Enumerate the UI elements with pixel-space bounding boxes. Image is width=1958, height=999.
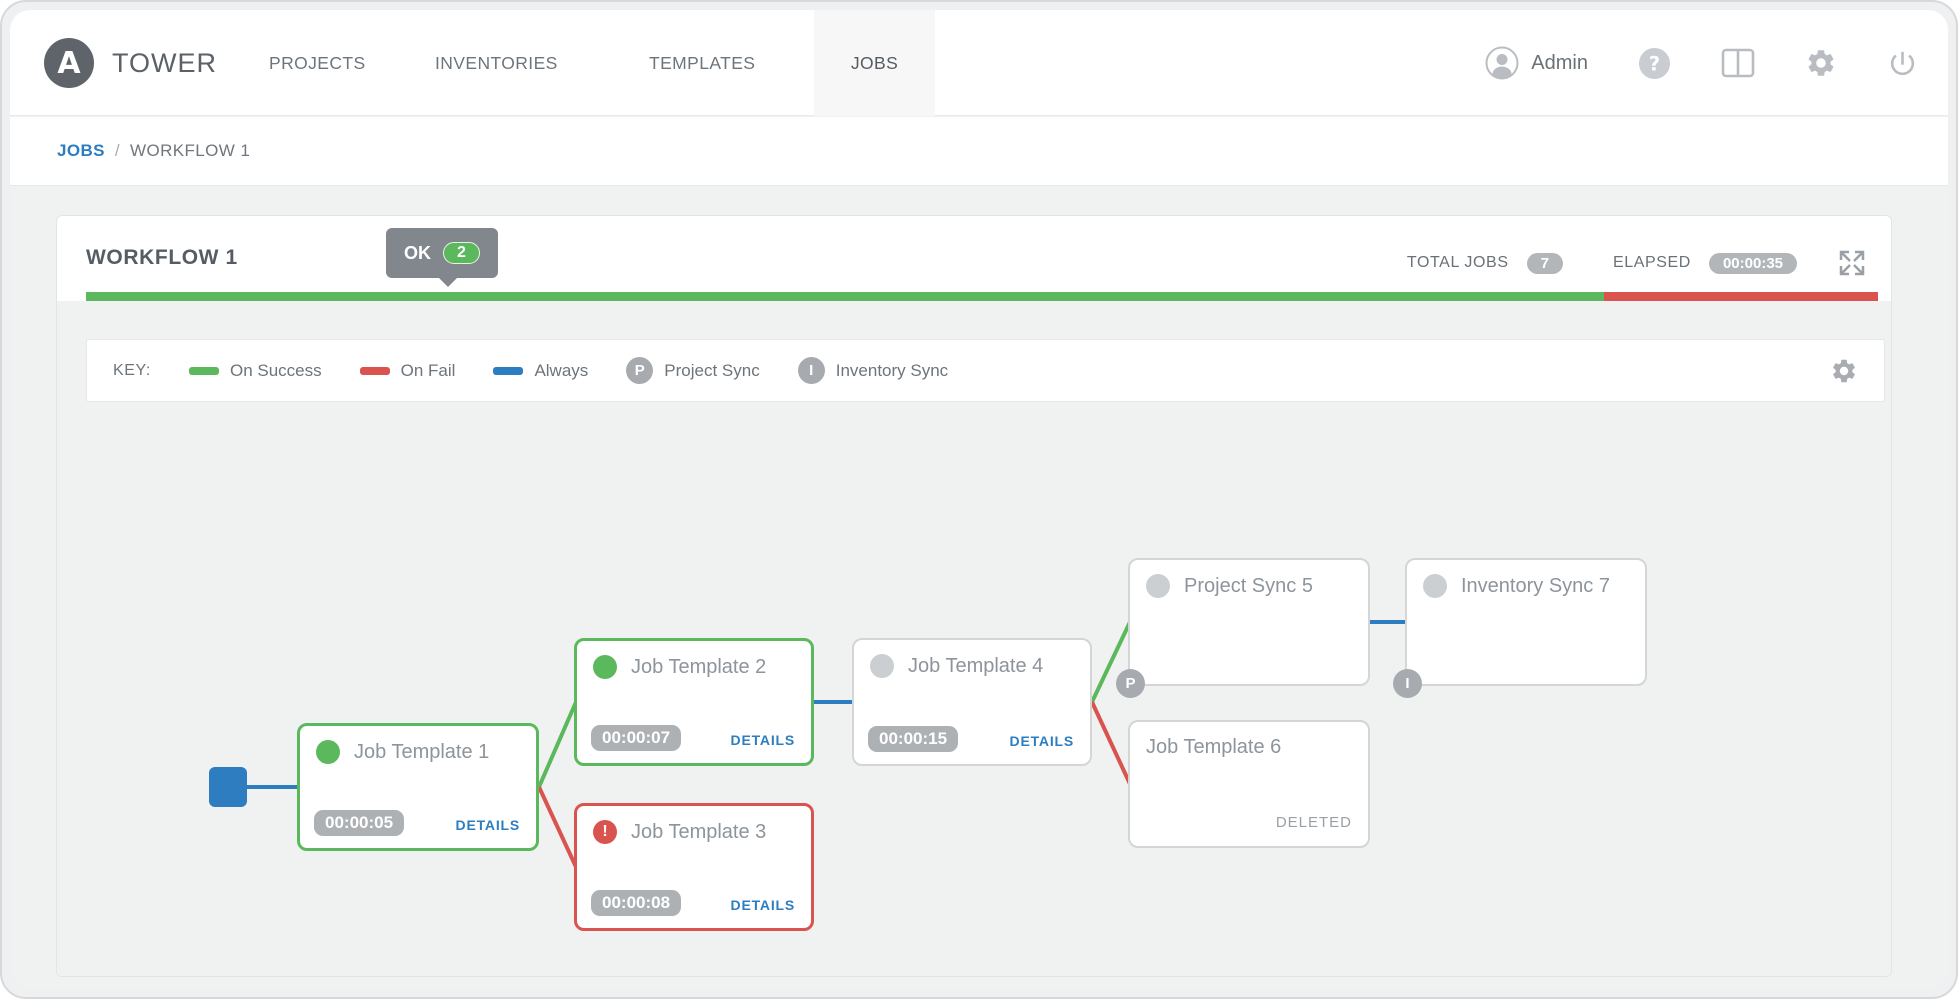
navbar-actions: Admin ? <box>1485 10 1918 116</box>
elapsed-time: 00:00:35 <box>1708 252 1797 274</box>
app-surface: A TOWER PROJECTS INVENTORIES TEMPLATES J… <box>10 10 1948 989</box>
tooltip-status-label: OK <box>404 242 431 263</box>
on-success-swatch-icon <box>188 366 219 375</box>
node-details-link[interactable]: DETAILS <box>730 732 795 748</box>
user-avatar-icon <box>1485 46 1519 80</box>
breadcrumb-separator: / <box>114 141 121 160</box>
node-inventory-sync-7[interactable]: Inventory Sync 7 I <box>1393 558 1647 698</box>
node-header: Inventory Sync 7 <box>1423 574 1610 598</box>
legend-label: KEY: <box>113 361 151 379</box>
node-job-template-6[interactable]: Job Template 6 DELETED <box>1128 720 1370 848</box>
legend-item-inventory-sync: I Inventory Sync <box>797 357 949 384</box>
logout-button[interactable] <box>1887 48 1918 79</box>
brand-name: TOWER <box>112 47 217 78</box>
legend-text: Always <box>534 360 589 380</box>
node-header: Job Template 6 <box>1146 736 1281 759</box>
node-header: Project Sync 5 <box>1146 574 1313 598</box>
workflow-stats: TOTAL JOBS 7 ELAPSED 00:00:35 <box>1407 248 1867 278</box>
node-job-template-4[interactable]: Job Template 4 00:00:15 DETAILS <box>852 638 1092 766</box>
expand-button[interactable] <box>1837 248 1867 278</box>
project-sync-badge-icon: P <box>626 357 654 384</box>
legend-item-project-sync: P Project Sync <box>626 357 760 384</box>
breadcrumb: JOBS / WORKFLOW 1 <box>10 117 1948 186</box>
success-status-icon <box>316 740 340 764</box>
legend-item-on-success: On Success <box>188 360 322 381</box>
legend-text: Inventory Sync <box>835 360 949 380</box>
help-button[interactable]: ? <box>1638 47 1671 80</box>
progress-success-segment <box>86 292 1604 301</box>
legend-text: Project Sync <box>664 360 760 380</box>
node-elapsed-badge: 00:00:08 <box>591 890 682 916</box>
legend-item-always: Always <box>493 361 588 381</box>
workflow-progress-bar[interactable] <box>86 292 1878 301</box>
on-fail-swatch-icon <box>359 366 390 375</box>
node-header: Job Template 1 <box>316 740 489 764</box>
node-deleted-label: DELETED <box>1275 814 1352 831</box>
legend-text: On Success <box>229 360 322 380</box>
node-details-link[interactable]: DETAILS <box>455 817 520 833</box>
brand[interactable]: A TOWER <box>44 38 217 88</box>
docs-panel-button[interactable] <box>1721 47 1755 79</box>
project-sync-type-icon: P <box>1116 669 1145 698</box>
nav-item-templates[interactable]: TEMPLATES <box>649 52 756 73</box>
breadcrumb-jobs-link[interactable]: JOBS <box>57 141 105 160</box>
inventory-sync-badge-icon: I <box>797 357 825 384</box>
pending-status-icon <box>870 654 894 678</box>
node-title: Project Sync 5 <box>1184 574 1313 597</box>
always-swatch-icon <box>493 366 524 375</box>
workflow-card: WORKFLOW 1 OK 2 TOTAL JOBS 7 ELAPSED 00:… <box>56 215 1892 977</box>
nav-item-inventories[interactable]: INVENTORIES <box>435 52 558 73</box>
total-jobs-label: TOTAL JOBS <box>1406 254 1509 271</box>
node-details-link[interactable]: DETAILS <box>730 897 795 913</box>
legend-item-on-fail: On Fail <box>359 360 456 381</box>
pending-status-icon <box>1146 574 1170 598</box>
legend-text: On Fail <box>400 360 456 380</box>
ansible-logo-icon: A <box>44 38 94 88</box>
elapsed-label: ELAPSED <box>1612 254 1691 271</box>
node-header: Job Template 2 <box>593 655 766 679</box>
nav-item-jobs-active[interactable]: JOBS <box>814 10 935 116</box>
node-elapsed-badge: 00:00:07 <box>591 725 682 751</box>
node-title: Job Template 2 <box>631 655 767 678</box>
node-job-template-2[interactable]: Job Template 2 00:00:07 DETAILS <box>574 638 814 766</box>
node-job-template-1[interactable]: Job Template 1 00:00:05 DETAILS <box>297 723 539 851</box>
node-project-sync-5[interactable]: Project Sync 5 P <box>1116 558 1370 698</box>
node-title: Job Template 6 <box>1146 736 1282 758</box>
status-tooltip: OK 2 <box>386 228 498 287</box>
inventory-sync-type-icon: I <box>1393 669 1422 698</box>
node-elapsed-badge: 00:00:05 <box>314 810 405 836</box>
nav-item-projects[interactable]: PROJECTS <box>269 52 366 73</box>
node-details-link[interactable]: DETAILS <box>1009 733 1074 749</box>
svg-text:?: ? <box>1649 52 1660 75</box>
pending-status-icon <box>1423 574 1447 598</box>
legend-bar: KEY: On Success On Fail Always P Project… <box>86 339 1885 402</box>
node-job-template-3[interactable]: ! Job Template 3 00:00:08 DETAILS <box>574 803 814 931</box>
total-jobs-count: 7 <box>1526 252 1563 274</box>
user-menu[interactable]: Admin <box>1485 46 1588 80</box>
settings-button[interactable] <box>1805 47 1837 79</box>
node-title: Job Template 1 <box>354 740 490 763</box>
success-status-icon <box>593 655 617 679</box>
tooltip-status-count: 2 <box>443 242 480 264</box>
breadcrumb-current: WORKFLOW 1 <box>130 141 251 160</box>
node-title: Job Template 4 <box>908 654 1044 677</box>
user-name: Admin <box>1531 51 1588 74</box>
graph-settings-button[interactable] <box>1830 357 1858 385</box>
node-header: Job Template 4 <box>870 654 1043 678</box>
top-navbar: A TOWER PROJECTS INVENTORIES TEMPLATES J… <box>10 10 1948 116</box>
workflow-start-node[interactable] <box>209 767 247 807</box>
node-title: Job Template 3 <box>631 820 767 843</box>
node-title: Inventory Sync 7 <box>1461 574 1610 597</box>
workflow-title: WORKFLOW 1 <box>86 246 238 269</box>
failed-status-icon: ! <box>593 820 617 844</box>
node-elapsed-badge: 00:00:15 <box>868 726 959 752</box>
node-header: ! Job Template 3 <box>593 820 766 844</box>
progress-fail-segment <box>1603 292 1878 301</box>
